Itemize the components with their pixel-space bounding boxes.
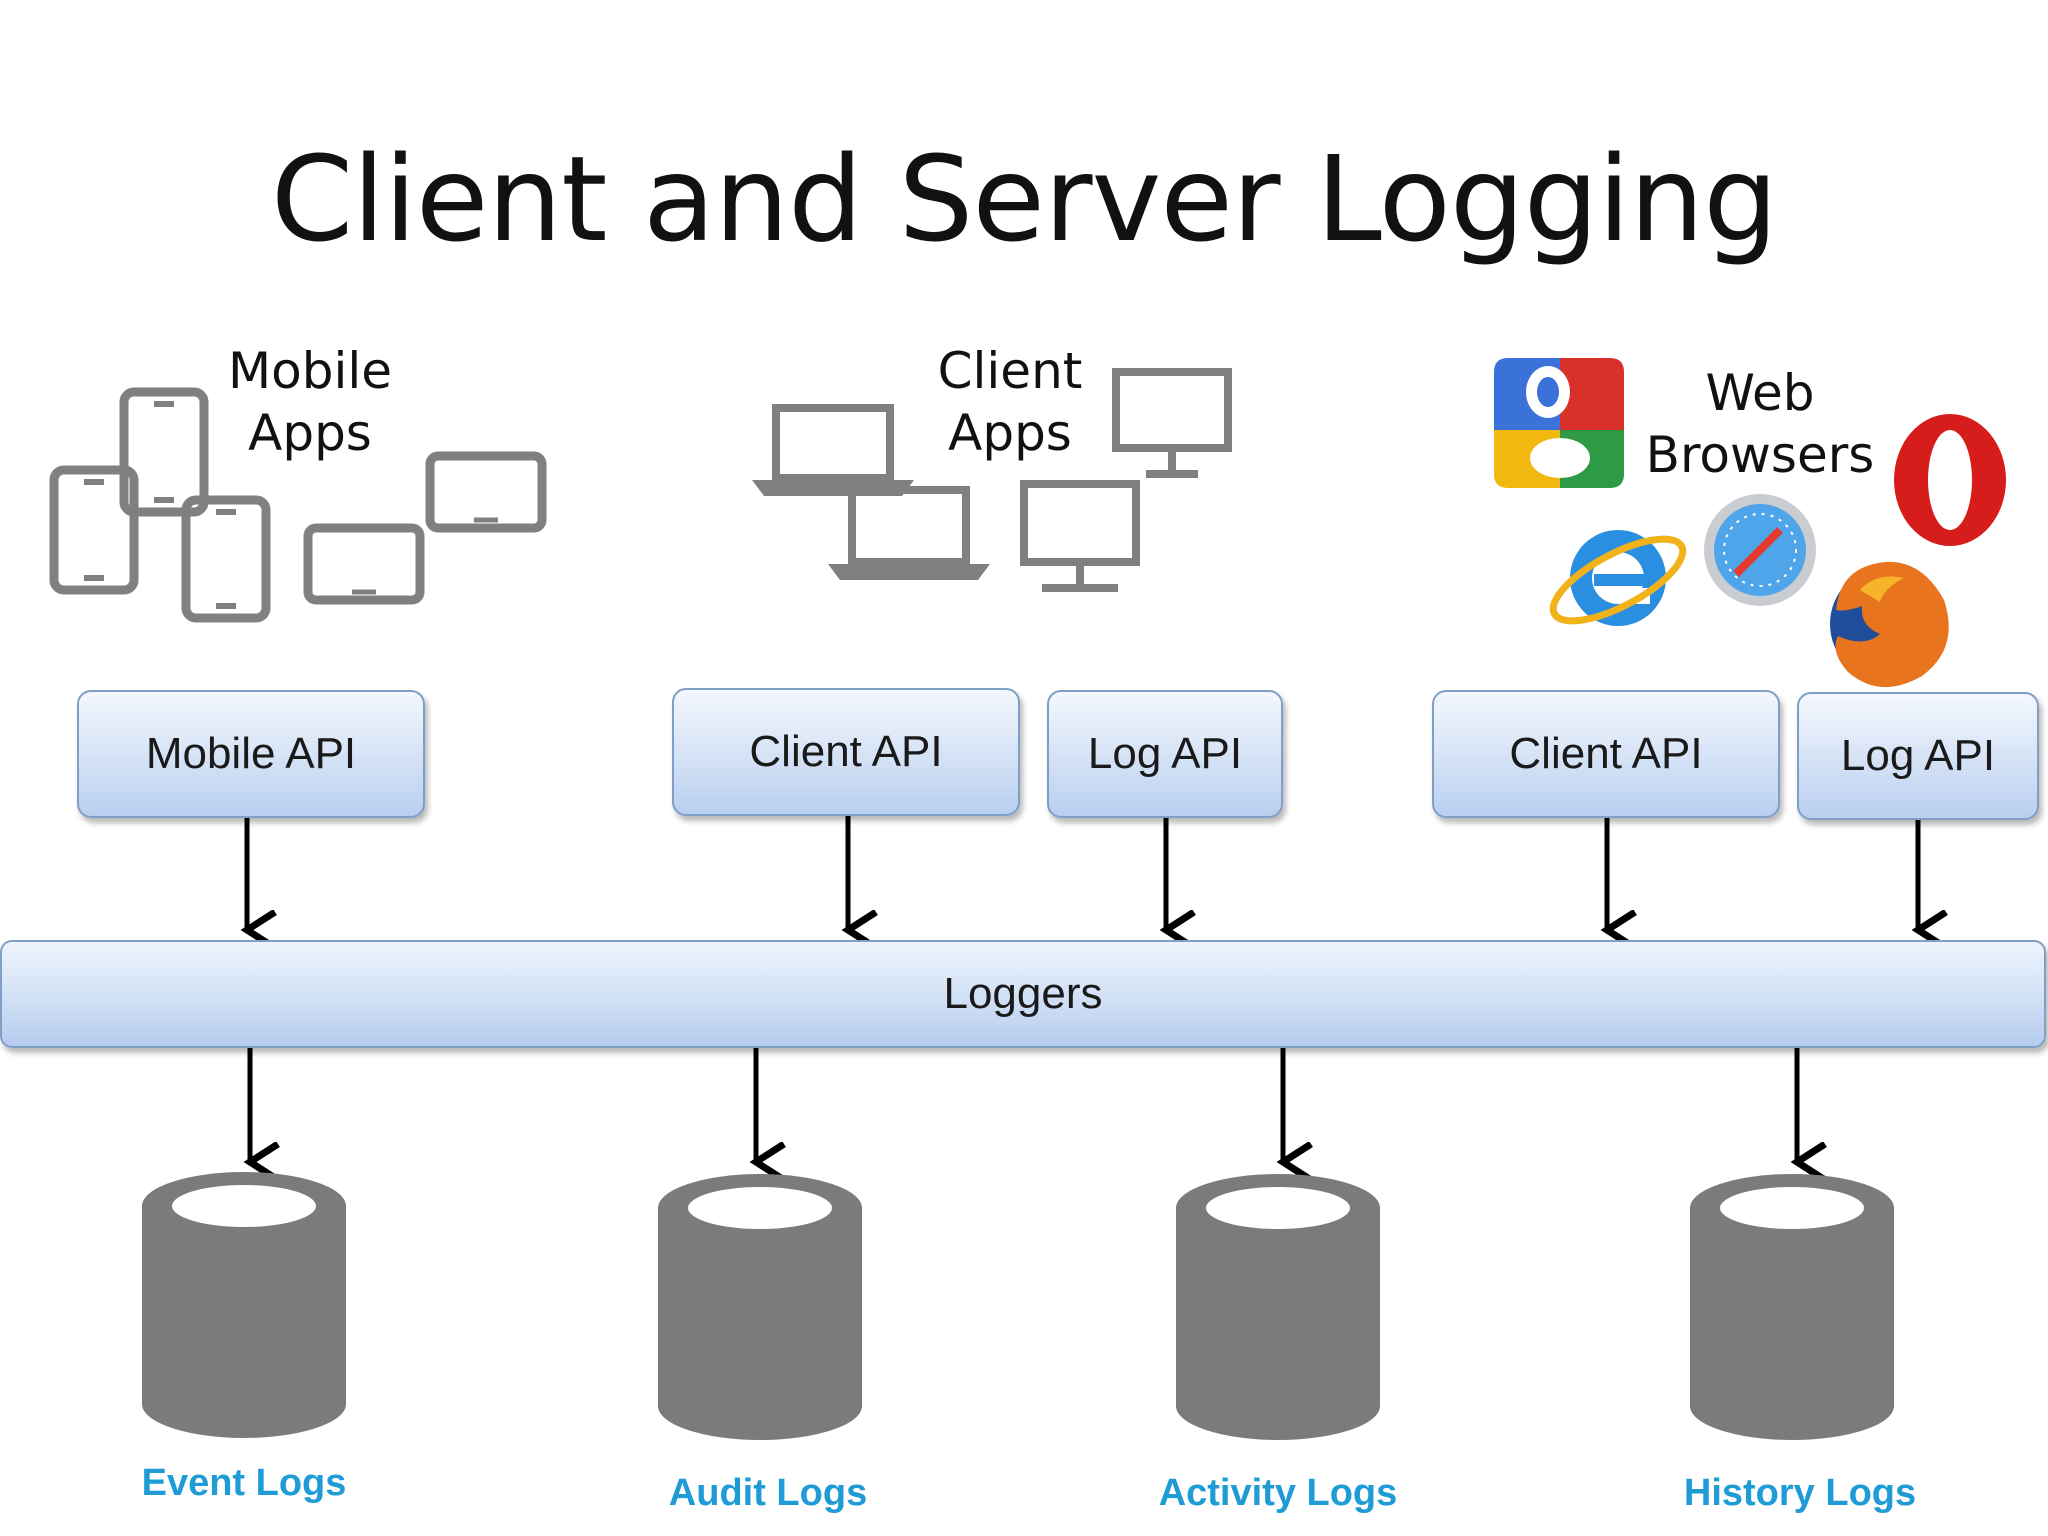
web-browsers-label: Web Browsers [1630,362,1890,486]
monitor-icon [1020,480,1140,592]
client-devices-icon [752,368,1232,592]
client-api-box: Client API [672,688,1020,816]
client-api-box-web: Client API [1432,690,1780,818]
phone-icon [119,387,209,517]
mobile-apps-label-line2: Apps [248,404,372,462]
safari-icon [1704,494,1816,606]
log-api-box: Log API [1047,690,1283,818]
laptop-icon [752,404,914,496]
loggers-bar: Loggers [0,940,2046,1048]
monitor-icon [1112,368,1232,478]
audit-logs-label: Audit Logs [668,1472,868,1514]
mobile-api-box: Mobile API [77,690,425,818]
client-apps-label-line2: Apps [948,404,1072,462]
mobile-devices-icon [49,387,547,623]
client-apps-label: Client Apps [910,340,1110,464]
laptop-icon [828,486,990,580]
database-history-logs-icon [1690,1174,1894,1440]
tablet-icon [303,523,425,605]
api-arrows [247,816,1918,930]
activity-logs-label: Activity Logs [1158,1472,1398,1514]
web-browsers-label-line2: Browsers [1645,426,1875,484]
web-browsers-label-line1: Web [1705,364,1815,422]
log-api-box-web: Log API [1797,692,2039,820]
page-title: Client and Server Logging [270,130,1778,268]
event-logs-label: Event Logs [141,1462,347,1504]
db-arrows [250,1048,1797,1162]
database-activity-logs-icon [1176,1174,1380,1440]
phone-icon [181,495,271,623]
google-icon [1494,358,1624,488]
opera-icon [1894,414,2006,546]
mobile-apps-label: Mobile Apps [210,340,410,464]
mobile-apps-label-line1: Mobile [227,342,392,400]
database-event-logs-icon [142,1172,346,1438]
history-logs-label: History Logs [1683,1472,1917,1514]
tablet-icon [425,451,547,533]
internet-explorer-icon [1549,530,1687,626]
client-apps-label-line1: Client [937,342,1083,400]
database-audit-logs-icon [658,1174,862,1440]
phone-icon [49,465,139,595]
firefox-icon [1830,561,1949,688]
